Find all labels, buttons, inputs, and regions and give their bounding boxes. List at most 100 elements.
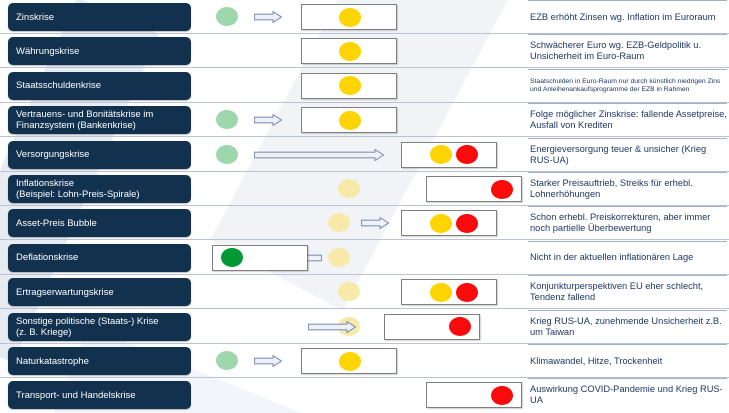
crisis-label-chip[interactable]: Asset-Preis Bubble	[8, 209, 191, 238]
description-separator	[528, 344, 727, 345]
previous-state-dot-green-pale	[216, 7, 238, 26]
description-separator	[528, 103, 727, 105]
description-separator	[528, 0, 727, 1]
status-dot-red	[456, 282, 478, 302]
description-separator	[528, 206, 727, 208]
crisis-description: Nicht in der aktuellen inflationären Lag…	[530, 252, 694, 263]
description-separator	[528, 34, 727, 36]
table-row: Sonstige politische (Staats-) Krise(z. B…	[0, 309, 729, 344]
crisis-label-line1: Versorgungskrise	[16, 149, 90, 161]
status-dot-yellow	[339, 41, 361, 61]
status-dot-yellow	[430, 282, 452, 302]
crisis-label-chip[interactable]: Transport- und Handelskrise	[8, 381, 191, 410]
traffic-light-indicator	[198, 378, 523, 412]
crisis-label-line1: Währungskrise	[16, 45, 80, 57]
crisis-label-chip[interactable]: Deflationskrise	[8, 243, 191, 272]
description-separator	[528, 68, 727, 70]
table-row: Deflationskrise Nicht in der aktuellen in…	[0, 240, 729, 275]
crisis-description: Konjunkturperspektiven EU eher schlecht,…	[530, 281, 704, 303]
traffic-light-indicator	[198, 206, 523, 240]
status-dot-red	[456, 145, 478, 165]
current-state-box[interactable]	[301, 72, 397, 99]
crisis-label-line2: (z. B. Kriege)	[16, 326, 72, 338]
crisis-label-chip[interactable]: Inflationskrise(Beispiel: Lohn-Preis-Spi…	[8, 175, 191, 203]
traffic-light-indicator	[198, 0, 523, 34]
status-dot-yellow	[430, 213, 452, 233]
previous-state-dot-yellow-pale	[328, 247, 350, 267]
crisis-label-line1: Sonstige politische (Staats-) Krise	[16, 315, 159, 327]
current-state-box[interactable]	[426, 382, 522, 409]
crisis-label-line1: Staatsschuldenkrise	[16, 80, 102, 92]
traffic-light-indicator	[198, 310, 523, 344]
current-state-box[interactable]	[401, 279, 497, 306]
traffic-light-indicator	[198, 69, 523, 103]
crisis-label-line2: (Beispiel: Lohn-Preis-Spirale)	[16, 189, 140, 200]
table-row: Inflationskrise(Beispiel: Lohn-Preis-Spi…	[0, 172, 729, 206]
crisis-label-chip[interactable]: Sonstige politische (Staats-) Krise(z. B…	[8, 312, 191, 341]
previous-state-dot-green-pale	[216, 110, 238, 130]
crisis-description: EZB erhöht Zinsen wg. Inflation im Euror…	[530, 11, 716, 22]
current-state-box[interactable]	[212, 244, 308, 271]
table-row: Asset-Preis Bubble Schon erhebl. Preiskor…	[0, 206, 729, 241]
crisis-description: Staatschulden in Euro-Raum nur durch kün…	[530, 77, 721, 93]
arrow-right-icon	[254, 114, 282, 127]
current-state-box[interactable]	[301, 348, 397, 374]
crisis-label-line1: Transport- und Handelskrise	[16, 389, 136, 401]
arrow-right-icon	[254, 355, 282, 367]
arrow-right-icon	[361, 217, 389, 230]
crisis-label-line1: Zinskrise	[16, 11, 55, 23]
traffic-light-indicator	[198, 172, 523, 206]
crisis-description: Starker Preisauftrieb, Streiks für erheb…	[530, 178, 693, 199]
current-state-box[interactable]	[401, 141, 497, 168]
crisis-label-chip[interactable]: Staatsschuldenkrise	[8, 71, 191, 100]
previous-state-dot-yellow-pale	[338, 282, 360, 302]
arrow-right-icon	[254, 148, 384, 161]
crisis-label-chip[interactable]: Ertragserwartungskrise	[8, 278, 191, 307]
arrow-right-icon	[254, 11, 282, 23]
crisis-label-chip[interactable]: Währungskrise	[8, 37, 191, 66]
crisis-description: Energieversorgung teuer & unsicher (Krie…	[530, 143, 707, 165]
description-separator	[528, 378, 727, 380]
status-dot-red	[491, 385, 513, 405]
traffic-light-indicator	[198, 103, 523, 137]
crisis-description: Schon erhebl. Preiskorrekturen, aber imm…	[530, 212, 711, 234]
status-dot-red	[456, 213, 478, 233]
crisis-label-line1: Vertrauens- und Bonitätskrise im	[16, 109, 154, 121]
status-dot-red	[491, 179, 513, 199]
status-dot-yellow	[339, 110, 361, 130]
traffic-light-indicator	[198, 138, 523, 172]
status-dot-yellow	[339, 351, 361, 371]
traffic-light-indicator	[198, 241, 523, 275]
description-separator	[528, 240, 727, 242]
status-dot-yellow	[339, 76, 361, 96]
crisis-label-line1: Inflationskrise	[16, 178, 75, 189]
crisis-label-line1: Ertragserwartungskrise	[16, 286, 114, 298]
crisis-description: Folge möglicher Zinskrise: fallende Asse…	[530, 109, 727, 131]
table-row: Transport- und Handelskrise Auswirkung CO…	[0, 378, 729, 412]
status-dot-yellow	[339, 7, 361, 27]
description-separator	[528, 309, 727, 311]
crisis-label-chip[interactable]: Versorgungskrise	[8, 140, 191, 169]
status-dot-red	[449, 317, 471, 337]
crisis-label-line1: Asset-Preis Bubble	[16, 217, 97, 229]
traffic-light-indicator	[198, 34, 523, 68]
current-state-box[interactable]	[384, 313, 480, 340]
table-row: Staatsschuldenkrise Staatschulden in Euro…	[0, 68, 729, 103]
previous-state-dot-green-pale	[216, 351, 238, 370]
crisis-label-line1: Deflationskrise	[16, 252, 79, 264]
current-state-box[interactable]	[301, 38, 397, 65]
crisis-label-chip[interactable]: Zinskrise	[8, 3, 191, 31]
previous-state-dot-yellow-pale	[338, 179, 360, 198]
current-state-box[interactable]	[401, 210, 497, 237]
crisis-description: Auswirkung COVID-Pandemie und Krieg RUS-…	[530, 384, 723, 406]
crisis-description: Krieg RUS-UA, zunehmende Unsicherheit z.…	[530, 315, 722, 337]
current-state-box[interactable]	[426, 176, 522, 202]
current-state-box[interactable]	[301, 107, 397, 134]
arrow-right-icon	[308, 320, 356, 333]
current-state-box[interactable]	[301, 4, 397, 30]
description-separator	[528, 275, 727, 277]
crisis-label-chip[interactable]: Naturkatastrophe	[8, 347, 191, 375]
